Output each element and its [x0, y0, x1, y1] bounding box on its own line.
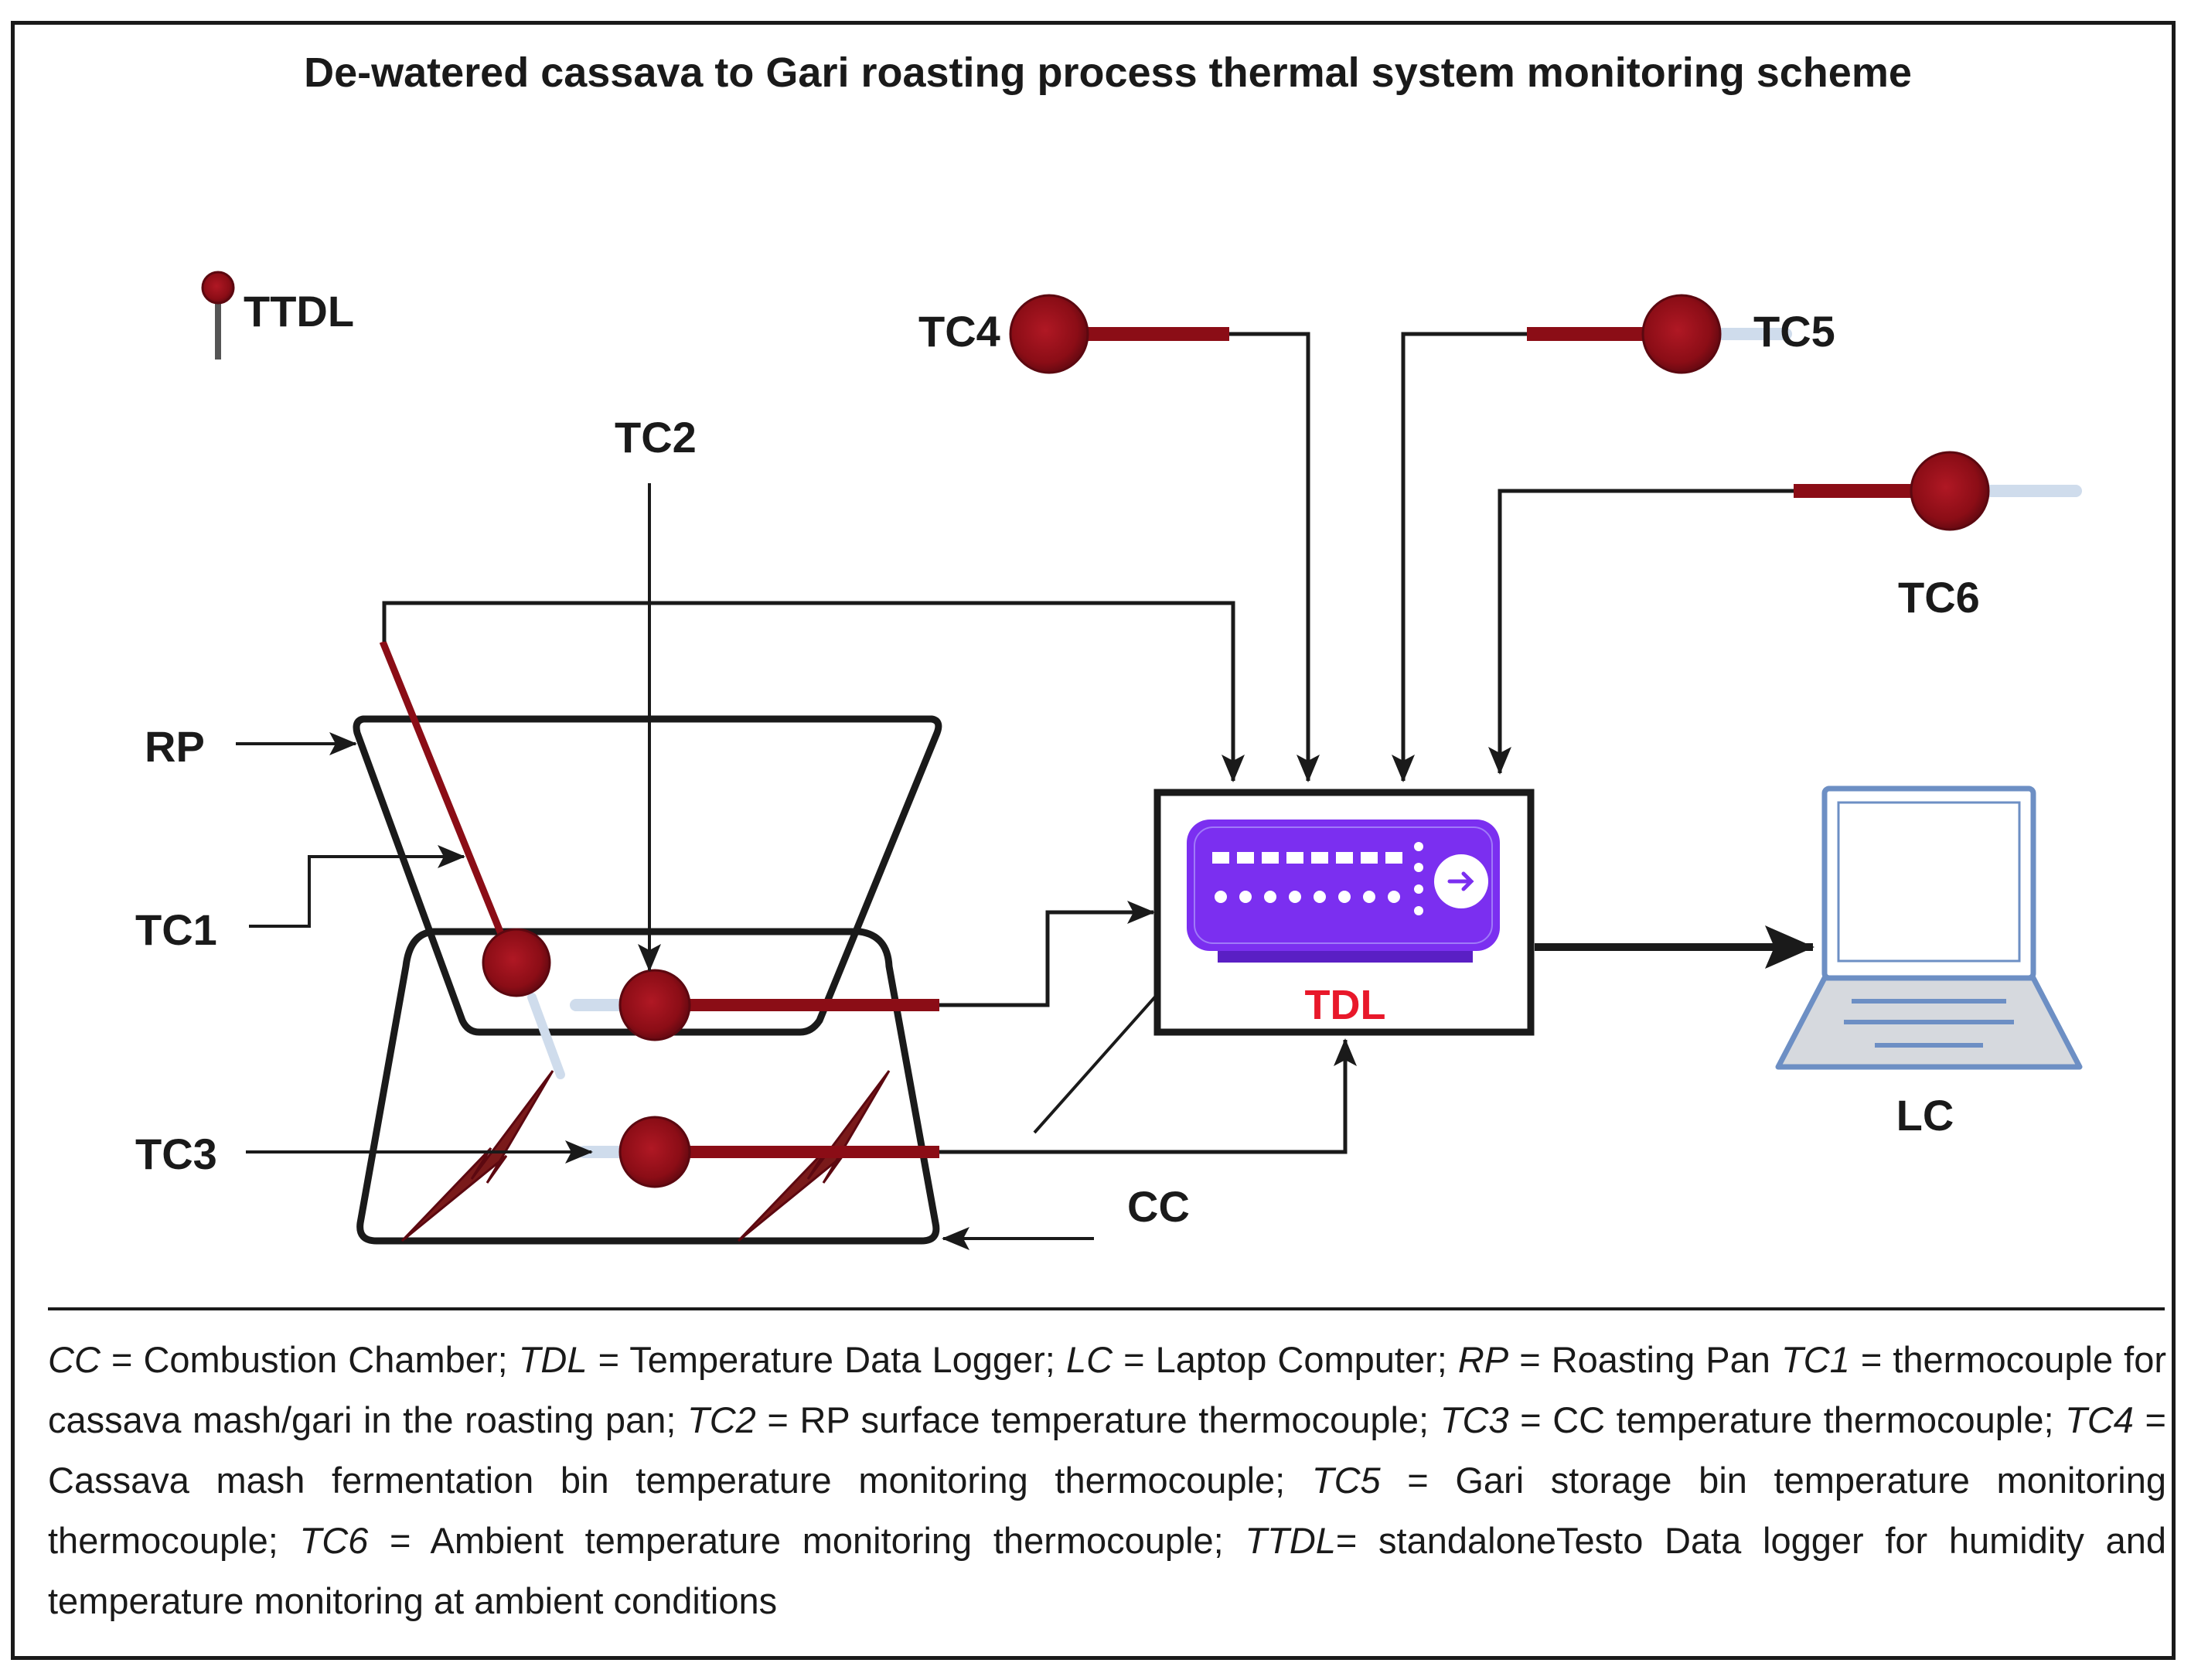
diagram-title: De-watered cassava to Gari roasting proc… [304, 49, 1912, 96]
legend: CC = Combustion Chamber; TDL = Temperatu… [48, 1330, 2166, 1631]
tc1-signal-line [382, 601, 1245, 782]
flame-left [400, 1070, 554, 1242]
legend-item: LC = Laptop Computer; [1065, 1339, 1458, 1380]
label-tc5: TC5 [1753, 307, 1835, 356]
tc1-pointer [249, 845, 465, 928]
tc4-signal-line [1229, 332, 1320, 782]
tc4-bulb [1009, 294, 1089, 374]
tc2-signal-line [939, 901, 1155, 1007]
data-logger-icon [1187, 820, 1500, 963]
label-tc2: TC2 [615, 413, 697, 462]
legend-item: TC6 = Ambient temperature monitoring the… [299, 1520, 1245, 1561]
legend-item: TC3 = CC temperature thermocouple; [1440, 1399, 2066, 1440]
legend-item: RP = Roasting Pan [1457, 1339, 1781, 1380]
label-rp: RP [145, 722, 205, 771]
legend-item: TC2 = RP surface temperature thermocoupl… [687, 1399, 1440, 1440]
label-tdl: TDL [1305, 982, 1386, 1028]
tc1-bulb [482, 928, 551, 997]
tc5-signal-line [1392, 332, 1527, 782]
label-tc6: TC6 [1898, 573, 1980, 622]
tc1-probe-cable [379, 640, 510, 949]
combustion-chamber [356, 928, 940, 1245]
label-tc1: TC1 [135, 905, 217, 954]
legend-item: TC4 = Cassava mash fermentation bin temp… [48, 1399, 2166, 1501]
legend-item: TDL = Temperature Data Logger; [518, 1339, 1066, 1380]
roasting-pan [353, 715, 942, 1036]
label-tc3: TC3 [135, 1130, 217, 1178]
tc3-signal-line [939, 1038, 1357, 1154]
legend-item: TTDL= standaloneTesto Data logger for hu… [48, 1520, 2166, 1621]
tc6-signal-line [1488, 489, 1794, 775]
label-lc: LC [1896, 1091, 1954, 1140]
figure-frame [11, 21, 2176, 1660]
tc2-bulb [618, 969, 691, 1041]
laptop-icon [1775, 785, 2083, 1070]
legend-item: TC5 = Gari storage bin temperature monit… [48, 1460, 2167, 1561]
pin-icon [201, 271, 235, 360]
label-ttdl: TTDL [244, 287, 354, 336]
legend-item: CC = Combustion Chamber; [48, 1339, 519, 1380]
label-tc4: TC4 [918, 307, 1000, 356]
tc3-bulb [618, 1116, 691, 1188]
legend-item: TC1 = thermocouple for cassava mash/gari… [48, 1339, 2167, 1440]
tc5-bulb [1641, 294, 1722, 374]
tc6-bulb [1910, 451, 1990, 531]
label-cc: CC [1127, 1182, 1190, 1231]
tc1-probe-tip [527, 993, 565, 1079]
